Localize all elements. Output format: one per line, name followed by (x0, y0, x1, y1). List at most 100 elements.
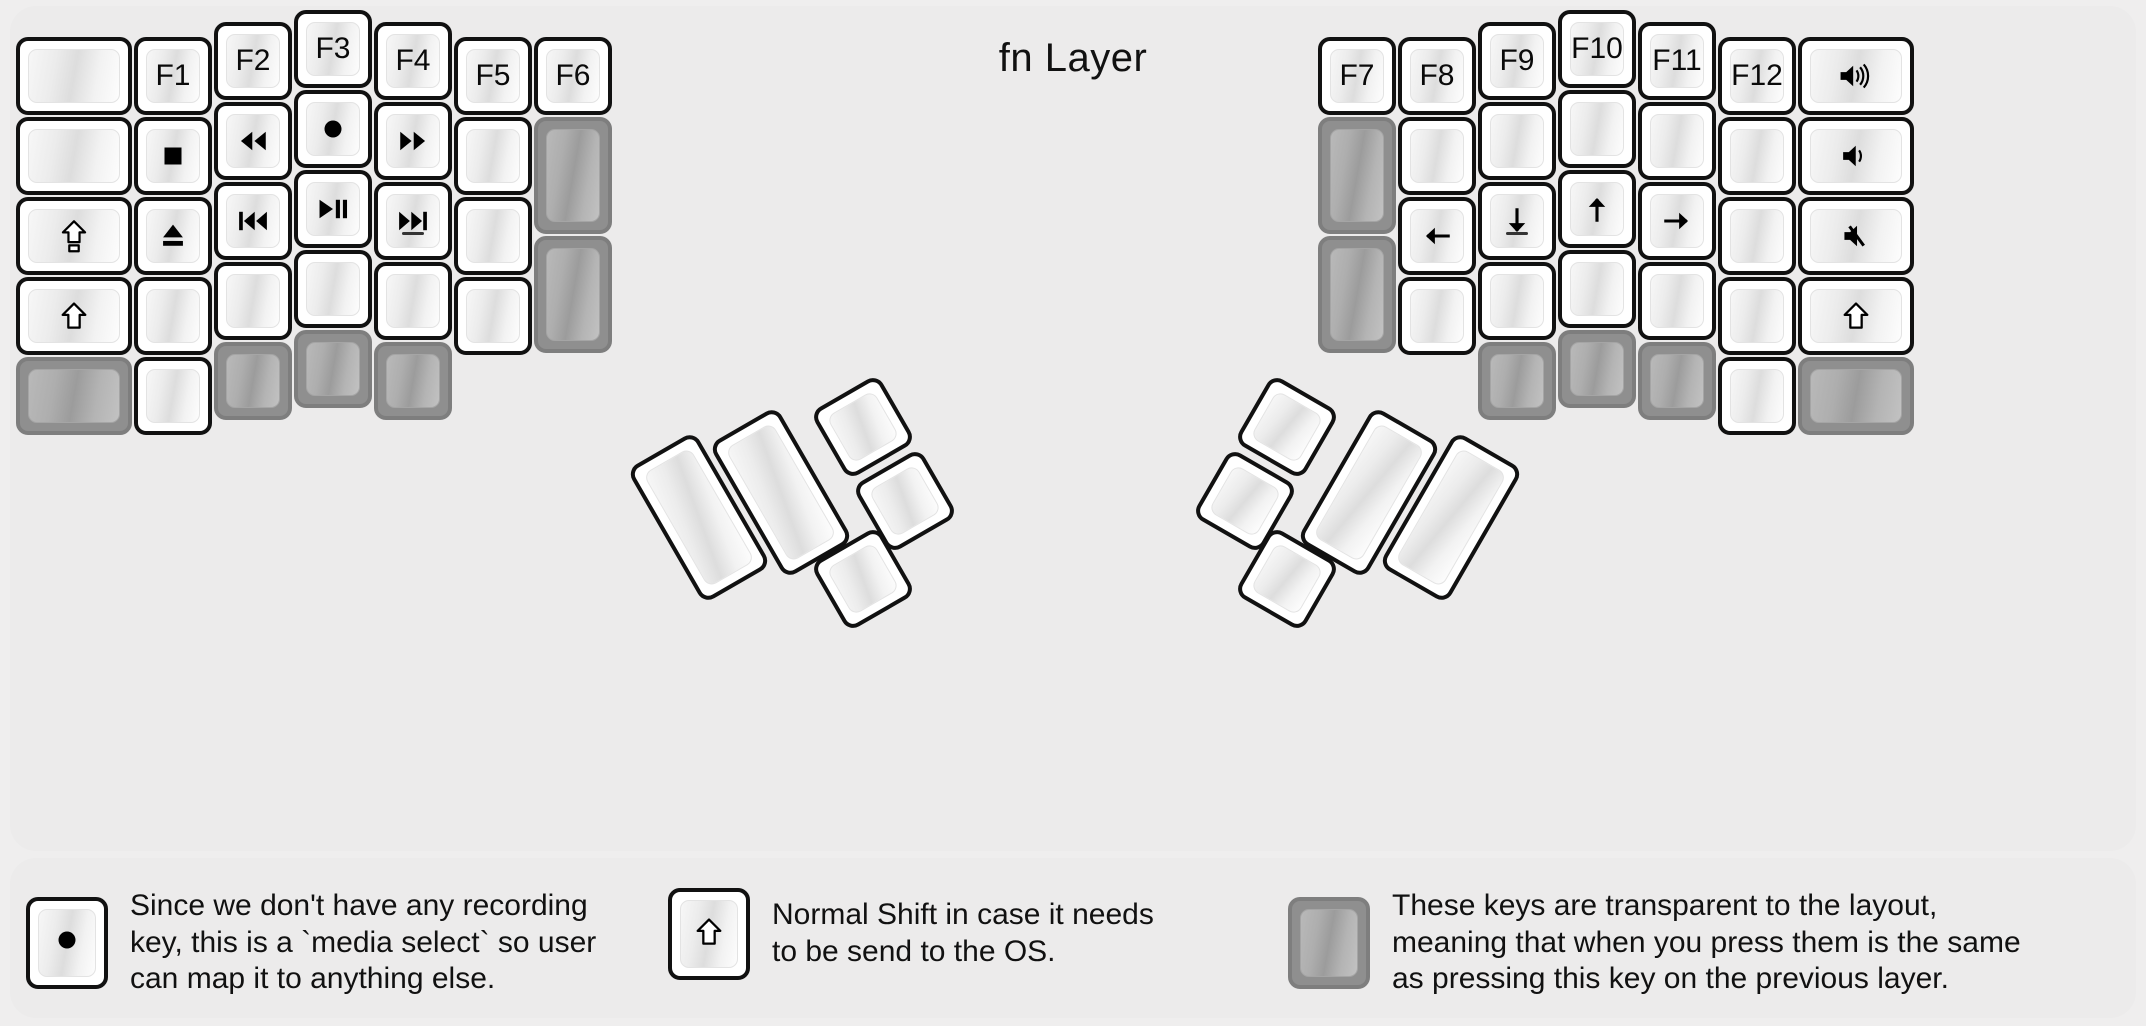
left-c3r2-key-play-pause[interactable] (294, 170, 372, 248)
keycap-face (1730, 369, 1784, 423)
left-c2r1-key-rewind[interactable] (214, 102, 292, 180)
left-c4r4-key-transparent[interactable] (374, 342, 452, 420)
keycap-face (28, 49, 120, 103)
keycap-face (1730, 129, 1784, 183)
right-c1r2-key-arrow-left[interactable] (1398, 197, 1476, 275)
left-c4r0-key-f4[interactable]: F4 (374, 22, 452, 100)
right-c5r3-key-blank[interactable] (1718, 277, 1796, 355)
keycap-face (386, 194, 440, 248)
right-c5r1-key-blank[interactable] (1718, 117, 1796, 195)
keycap-face (1730, 209, 1784, 263)
shift-icon (1839, 299, 1873, 333)
right-c4r3-key-blank[interactable] (1638, 262, 1716, 340)
right-c4r0-key-f11[interactable]: F11 (1638, 22, 1716, 100)
volume-down-icon (1838, 140, 1874, 172)
keycap-face (1410, 129, 1464, 183)
left-c3r4-key-transparent[interactable] (294, 330, 372, 408)
legend-swatch-2 (668, 888, 750, 980)
right-c1r1-key-blank[interactable] (1398, 117, 1476, 195)
left-c5r0-key-f5[interactable]: F5 (454, 37, 532, 115)
right-c3r2-key-arrow-up[interactable] (1558, 170, 1636, 248)
right-c0r2-key-transparent[interactable] (1318, 236, 1396, 353)
right-c3r1-key-blank[interactable] (1558, 90, 1636, 168)
record-icon (50, 923, 84, 962)
right-c3r3-key-blank[interactable] (1558, 250, 1636, 328)
right-c4r1-key-blank[interactable] (1638, 102, 1716, 180)
left-c5r1-key-blank[interactable] (454, 117, 532, 195)
left-c0r1-key-blank[interactable] (16, 117, 132, 195)
left-c3r3-key-blank[interactable] (294, 250, 372, 328)
keycap-face (466, 289, 520, 343)
next-track-icon (396, 204, 430, 238)
left-c4r1-key-fast-forward[interactable] (374, 102, 452, 180)
right-c5r2-key-blank[interactable] (1718, 197, 1796, 275)
left-c6r1-key-transparent[interactable] (534, 117, 612, 234)
right-c0r1-key-transparent[interactable] (1318, 117, 1396, 234)
legend-text-2: Normal Shift in case it needs to be send… (772, 898, 1154, 968)
right-c3r0-key-f10[interactable]: F10 (1558, 10, 1636, 88)
left-c2r2-key-prev-track[interactable] (214, 182, 292, 260)
keycap-face (466, 209, 520, 263)
right-c5r4-key-blank[interactable] (1718, 357, 1796, 435)
right-c2r0-key-f9[interactable]: F9 (1478, 22, 1556, 100)
left-c6r2-key-transparent[interactable] (534, 236, 612, 353)
keycap-face: F2 (226, 34, 280, 88)
left-c1r2-key-eject[interactable] (134, 197, 212, 275)
right-c6r3-key-shift[interactable] (1798, 277, 1914, 355)
homing-bar (402, 232, 424, 235)
keycap-face (1810, 209, 1902, 263)
left-c2r3-key-blank[interactable] (214, 262, 292, 340)
keycap-face (1570, 102, 1624, 156)
right-c4r4-key-transparent[interactable] (1638, 342, 1716, 420)
left-c1r3-key-blank[interactable] (134, 277, 212, 355)
left-c0r3-key-shift[interactable] (16, 277, 132, 355)
keycap-face (1250, 390, 1324, 464)
keycap-face (1410, 289, 1464, 343)
key-label: F8 (1419, 59, 1455, 92)
right-c6r0-key-volume-up[interactable] (1798, 37, 1914, 115)
right-c2r2-key-arrow-down[interactable] (1478, 182, 1556, 260)
right-c1r3-key-blank[interactable] (1398, 277, 1476, 355)
left-c1r0-key-f1[interactable]: F1 (134, 37, 212, 115)
keycap-face (146, 289, 200, 343)
right-c2r4-key-transparent[interactable] (1478, 342, 1556, 420)
left-c1r1-key-stop[interactable] (134, 117, 212, 195)
left-c2r0-key-f2[interactable]: F2 (214, 22, 292, 100)
keycap-face (1730, 289, 1784, 343)
right-c0r0-key-f7[interactable]: F7 (1318, 37, 1396, 115)
keycap-face: F11 (1650, 34, 1704, 88)
key-label: F11 (1652, 44, 1702, 77)
left-c0r4-key-transparent[interactable] (16, 357, 132, 435)
right-c6r1-key-volume-down[interactable] (1798, 117, 1914, 195)
play-pause-icon (316, 192, 350, 226)
record-icon (316, 112, 350, 146)
right-c6r4-key-transparent[interactable] (1798, 357, 1914, 435)
volume-up-icon (1838, 60, 1874, 92)
left-c3r0-key-f3[interactable]: F3 (294, 10, 372, 88)
rewind-icon (236, 124, 270, 158)
right-c3r4-key-transparent[interactable] (1558, 330, 1636, 408)
left-c3r1-key-record[interactable] (294, 90, 372, 168)
legend-item-1: Since we don't have any recording key, t… (26, 888, 596, 998)
keycap-face (1410, 209, 1464, 263)
left-c0r0-key-blank[interactable] (16, 37, 132, 115)
left-c5r3-key-blank[interactable] (454, 277, 532, 355)
right-c2r1-key-blank[interactable] (1478, 102, 1556, 180)
left-c6r0-key-f6[interactable]: F6 (534, 37, 612, 115)
left-c5r2-key-blank[interactable] (454, 197, 532, 275)
left-c0r2-key-shift-dotted[interactable] (16, 197, 132, 275)
left-c4r3-key-blank[interactable] (374, 262, 452, 340)
keycap-face (1810, 289, 1902, 343)
left-c2r4-key-transparent[interactable] (214, 342, 292, 420)
right-c1r0-key-f8[interactable]: F8 (1398, 37, 1476, 115)
right-c4r2-key-arrow-right[interactable] (1638, 182, 1716, 260)
left-c4r2-key-next-track[interactable] (374, 182, 452, 260)
right-c6r2-key-volume-mute[interactable] (1798, 197, 1914, 275)
legend-item-3: These keys are transparent to the layout… (1288, 888, 2021, 998)
right-c2r3-key-blank[interactable] (1478, 262, 1556, 340)
keycap-face (1650, 274, 1704, 328)
keycap-face (1490, 194, 1544, 248)
left-c1r4-key-blank[interactable] (134, 357, 212, 435)
right-c5r0-key-f12[interactable]: F12 (1718, 37, 1796, 115)
arrow-left-icon (1420, 219, 1454, 253)
